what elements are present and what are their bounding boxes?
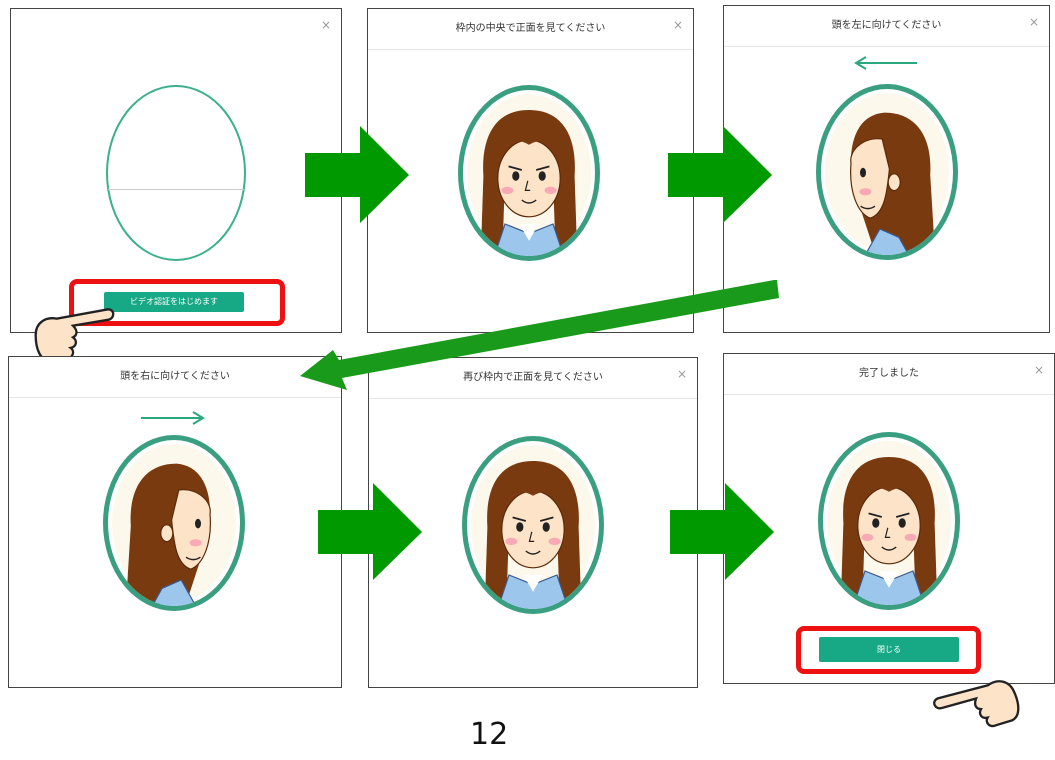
camera-frame xyxy=(818,432,960,610)
close-icon[interactable]: × xyxy=(1033,363,1044,377)
arrow-right-icon xyxy=(141,411,205,425)
close-icon[interactable]: × xyxy=(672,18,683,32)
camera-frame xyxy=(816,84,958,260)
flow-arrow-right-icon xyxy=(670,483,774,580)
panel-face-front-again: 再び枠内で正面を見てください × xyxy=(368,357,698,688)
flow-arrow-right-icon xyxy=(668,126,772,223)
flow-arrow-right-icon xyxy=(318,483,422,580)
panel-turn-left: 頭を左に向けてください × xyxy=(723,5,1050,333)
camera-frame xyxy=(458,85,600,261)
panel-start: × ビデオ認証をはじめます xyxy=(10,8,342,333)
face-guide-oval xyxy=(106,85,246,261)
face-right-image xyxy=(114,454,234,610)
highlight-start-button xyxy=(69,279,285,326)
panel-title xyxy=(11,9,341,49)
camera-frame xyxy=(103,435,245,611)
panel-title: 頭を左に向けてください xyxy=(724,6,1049,47)
close-icon[interactable]: × xyxy=(1028,15,1039,29)
page-number: 12 xyxy=(470,717,509,752)
close-icon[interactable]: × xyxy=(320,18,331,32)
start-video-auth-button[interactable]: ビデオ認証をはじめます xyxy=(104,292,244,312)
close-icon[interactable]: × xyxy=(676,367,687,381)
highlight-close-button xyxy=(796,626,981,674)
camera-frame xyxy=(462,436,604,614)
panel-turn-right: 頭を右に向けてください xyxy=(8,356,342,688)
face-front-image xyxy=(473,455,593,611)
flow-arrow-diagonal-icon xyxy=(300,280,779,390)
face-front-image xyxy=(829,451,949,607)
close-button[interactable]: 閉じる xyxy=(819,637,959,662)
panel-title: 頭を右に向けてください xyxy=(9,357,341,398)
panel-title: 枠内の中央で正面を見てください xyxy=(368,9,693,50)
arrow-left-icon xyxy=(854,56,917,70)
face-left-image xyxy=(827,103,947,259)
face-guide-line xyxy=(108,189,244,190)
face-front-image xyxy=(469,104,589,260)
panel-title: 完了しました xyxy=(724,354,1054,395)
flow-arrow-right-icon xyxy=(305,126,409,223)
panel-title: 再び枠内で正面を見てください xyxy=(369,358,697,399)
